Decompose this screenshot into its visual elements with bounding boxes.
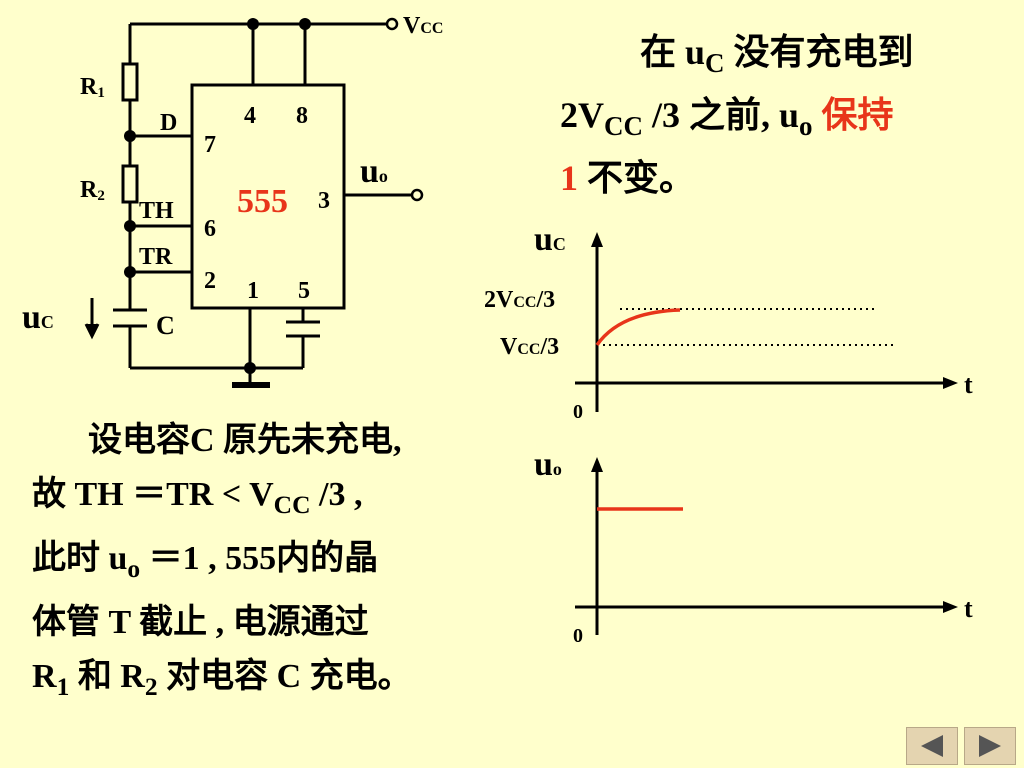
triangle-right-icon [979,735,1001,757]
uo-x-axis-arrow-icon [943,601,958,613]
c-label: C [156,311,175,340]
pin-5-label: 5 [298,278,310,304]
d-label: D [160,110,177,136]
output-terminal [410,188,424,202]
left-line-5-c: 对电容 C 充电。 [157,657,412,695]
left-line-1: 设电容C 原先未充电, [88,422,402,459]
triangle-left-icon [921,735,943,757]
graph-uc: uC 2VCC/3 VCC/3 t 0 [484,221,973,423]
left-explanation: 设电容C 原先未充电, 故 TH ＝TR < VCC /3 , 此时 uo ＝1… [32,414,522,713]
left-line-2-a: 故 TH ＝TR < V [32,476,274,513]
right-line-3-red: 1 [560,158,578,199]
uo-x-label: t [964,594,973,623]
left-line-2-sub: CC [273,489,311,519]
circuit-diagram [84,22,412,388]
uc-origin-label: 0 [573,401,583,423]
pin-6-label: 6 [204,216,216,242]
left-line-5-b: 和 R [69,657,145,695]
right-line-2-a: 2V [560,95,604,136]
resistor-r1 [121,62,139,102]
right-line-1-a: 在 u [640,32,706,72]
right-line-1: 在 uC 没有充电到 [560,26,980,89]
r2-label: R2 [80,177,105,204]
vcc-label: VCC [403,13,443,39]
right-line-3: 1 不变。 [560,152,980,204]
left-line-3-sub: o [127,553,141,583]
uo-y-label: uo [534,446,562,483]
vcc-terminal [385,17,399,31]
left-line-3: 此时 uo ＝1 , 555内的晶 [32,532,522,596]
uc-circuit-label: uC [22,299,54,336]
left-line-2: 故 TH ＝TR < VCC /3 , [32,468,522,532]
uo-origin-label: 0 [573,625,583,647]
left-line-3-a: 此时 u [32,539,128,577]
pin-4-label: 4 [244,103,256,129]
pin-1-label: 1 [247,278,259,304]
right-line-3-b: 不变。 [578,158,696,199]
pin-3-label: 3 [318,188,330,214]
right-line-1-sub: C [705,48,725,79]
th-label: TH [139,198,174,224]
uc-x-label: t [964,370,973,399]
right-line-2-b: /3 之前, u [643,95,800,136]
pin-8-label: 8 [296,103,308,129]
right-line-2-sub2: o [799,111,813,142]
uo-circuit-label: uo [360,153,388,190]
uc-x-axis-arrow-icon [943,377,958,389]
left-line-2-b: /3 , [310,476,363,513]
pin-2-label: 2 [204,268,216,294]
right-line-1-b: 没有充电到 [724,32,914,72]
r1-label: R1 [80,74,105,101]
left-line-4: 体管 T 截止 , 电源通过 [32,603,369,641]
uc-y-label: uC [534,221,566,258]
left-line-5-a: R [32,657,57,695]
next-slide-button[interactable] [964,727,1016,765]
graph-uo: uo t 0 [534,446,973,647]
left-line-5-sub1: 1 [56,671,70,701]
uc-level-low-label: VCC/3 [500,334,559,360]
right-explanation: 在 uC 没有充电到 2VCC /3 之前, uo 保持 1 不变。 [560,26,980,204]
uc-level-high-label: 2VCC/3 [484,287,555,313]
left-line-5-sub2: 2 [144,671,158,701]
junction-dots [124,18,311,374]
resistor-r2 [121,164,139,204]
right-line-2-sub1: CC [604,111,643,142]
right-line-2: 2VCC /3 之前, uo 保持 [560,89,980,152]
tr-label: TR [139,244,173,270]
left-line-5: R1 和 R2 对电容 C 充电。 [32,650,522,714]
uc-y-axis-arrow-icon [591,232,603,247]
right-line-2-red: 保持 [812,95,894,136]
chip-555-label: 555 [237,183,288,220]
prev-slide-button[interactable] [906,727,958,765]
left-line-3-b: ＝1 , 555内的晶 [140,539,379,577]
uo-y-axis-arrow-icon [591,457,603,472]
uc-charging-curve [595,308,681,347]
pin-7-label: 7 [204,132,216,158]
